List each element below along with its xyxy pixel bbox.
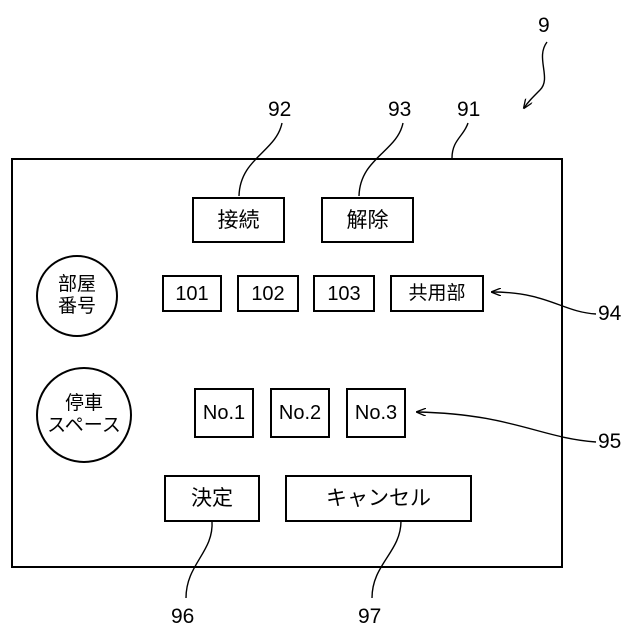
ref-numeral-92: 92	[268, 99, 291, 120]
ref-numeral-93: 93	[388, 99, 411, 120]
release-button[interactable]: 解除	[321, 197, 414, 243]
decide-button[interactable]: 決定	[164, 475, 260, 522]
parking-option-no3[interactable]: No.3	[346, 388, 406, 438]
ref-numeral-91: 91	[457, 99, 480, 120]
parking-option-no2[interactable]: No.2	[270, 388, 330, 438]
parking-space-label-line2: スペース	[47, 415, 121, 437]
room-option-102[interactable]: 102	[237, 275, 299, 312]
ref-numeral-95: 95	[598, 431, 621, 452]
room-number-label-line2: 番号	[58, 296, 96, 318]
ref-numeral-97: 97	[358, 606, 381, 627]
parking-space-label-line1: 停車	[65, 393, 103, 415]
leader-91	[452, 123, 468, 158]
parking-option-no1[interactable]: No.1	[194, 388, 254, 438]
room-option-101[interactable]: 101	[162, 275, 222, 312]
ref-numeral-94: 94	[598, 303, 621, 324]
room-option-103[interactable]: 103	[313, 275, 375, 312]
room-number-label-line1: 部屋	[58, 274, 96, 296]
connect-button[interactable]: 接続	[192, 197, 285, 243]
room-option-common-area[interactable]: 共用部	[390, 275, 484, 312]
cancel-button[interactable]: キャンセル	[285, 475, 472, 522]
ref-numeral-96: 96	[171, 606, 194, 627]
parking-space-label: 停車 スペース	[36, 367, 132, 463]
room-number-label: 部屋 番号	[36, 255, 118, 337]
ref-numeral-9: 9	[538, 15, 550, 36]
leader-9	[524, 42, 547, 108]
